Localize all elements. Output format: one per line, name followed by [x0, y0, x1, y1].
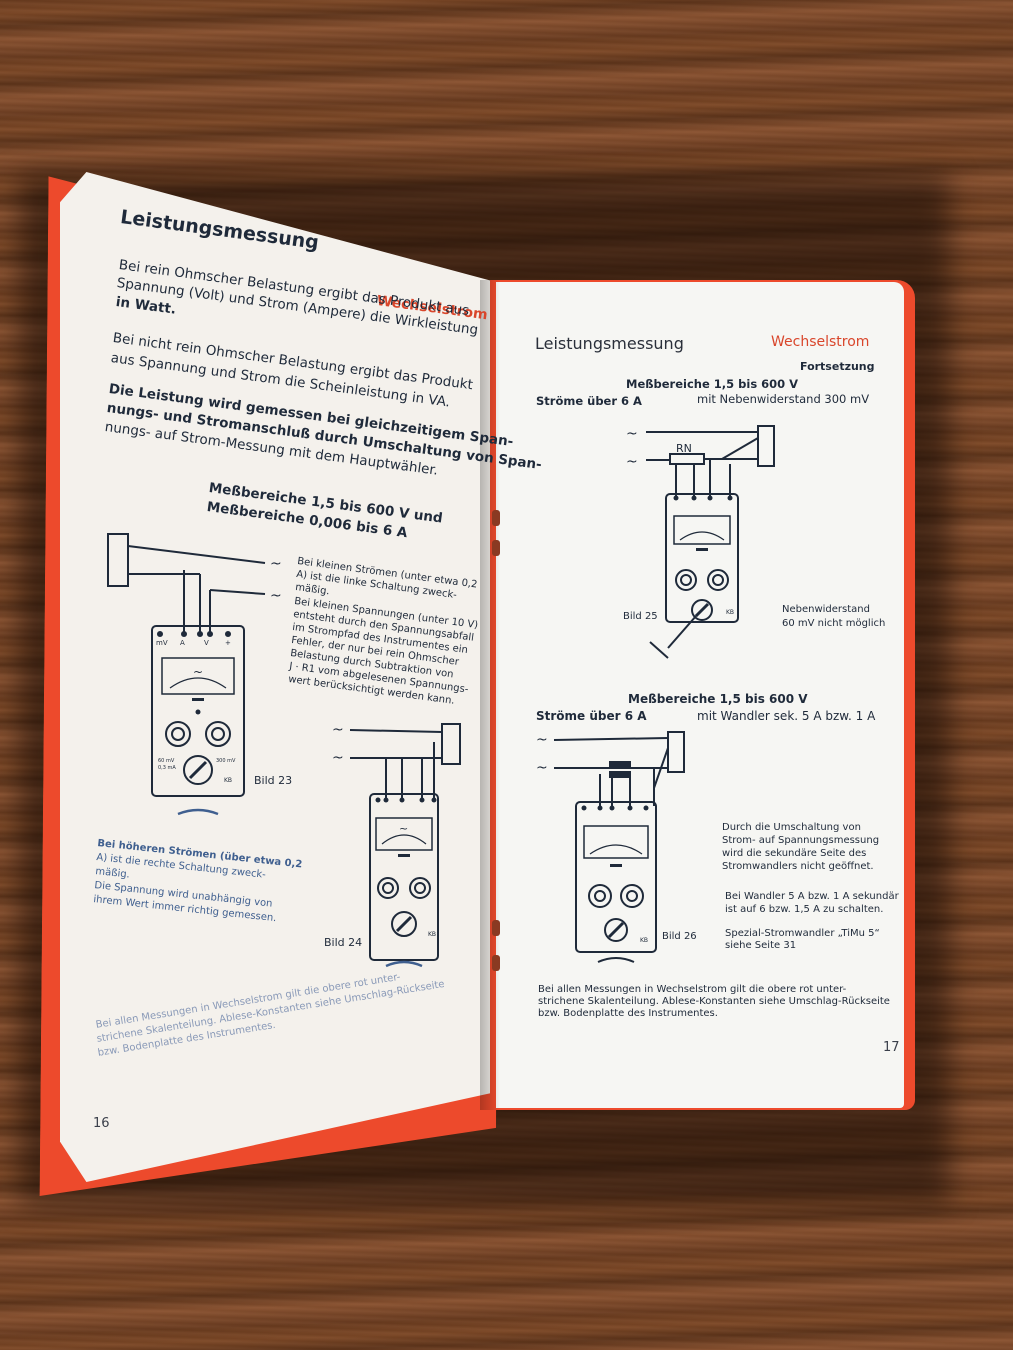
section-2-right: mit Wandler sek. 5 A bzw. 1 A [697, 709, 876, 723]
meter-range-60mv: 60 mV [158, 758, 175, 764]
meter-range-300mv: 300 mV [216, 758, 236, 764]
svg-text:~: ~ [536, 732, 548, 748]
meter-brand: KB [224, 777, 232, 784]
svg-text:KB: KB [640, 937, 648, 944]
binding-stitch [492, 955, 500, 971]
section-2-note-5: Bei Wandler 5 A bzw. 1 A sekundär [725, 891, 899, 902]
section-2-range: Meßbereiche 1,5 bis 600 V [628, 692, 808, 706]
meter-ac-symbol: ~ [193, 665, 203, 679]
svg-text:~: ~ [270, 556, 282, 572]
figure-24-caption: Bild 24 [324, 936, 363, 949]
section-2-note-3: wird die sekundäre Seite des [722, 848, 867, 859]
figure-26-diagram: ~ ~ KB [536, 728, 694, 968]
section-1-range: Meßbereiche 1,5 bis 600 V [626, 377, 799, 391]
figure-23-caption: Bild 23 [254, 774, 293, 787]
right-page [496, 282, 904, 1108]
svg-text:~: ~ [626, 454, 638, 470]
figure-25-caption: Bild 25 [623, 611, 658, 622]
right-page-tag: Wechselstrom [771, 334, 870, 350]
svg-text:~: ~ [399, 822, 408, 835]
section-2-left: Ströme über 6 A [536, 709, 647, 723]
terminal-label-mv: mV [156, 639, 168, 647]
section-2-note-8: siehe Seite 31 [725, 940, 797, 951]
binding-stitch [492, 540, 500, 556]
binding-stitch [492, 510, 500, 526]
section-2-note-7: Spezial-Stromwandler „TiMu 5“ [725, 928, 880, 939]
left-page [60, 172, 500, 1182]
terminal-label-a: A [180, 639, 185, 647]
figure-26-caption: Bild 26 [662, 931, 697, 942]
figure-24-diagram: ~ ~ ~ KB [332, 722, 470, 976]
svg-text:~: ~ [270, 588, 282, 604]
section-1-left: Ströme über 6 A [536, 394, 642, 408]
section-2-note-1: Durch die Umschaltung von [722, 822, 861, 833]
rn-label: RN [676, 442, 692, 455]
binding-stitch [492, 920, 500, 936]
right-footer-2: strichene Skalenteilung. Ablese-Konstant… [538, 996, 890, 1007]
meter-range-03ma: 0,3 mA [158, 765, 176, 771]
section-1-note-2: 60 mV nicht möglich [782, 618, 886, 629]
right-page-number: 17 [883, 1040, 900, 1055]
svg-text:~: ~ [332, 722, 344, 738]
svg-text:~: ~ [536, 760, 548, 776]
right-footer-1: Bei allen Messungen in Wechselstrom gilt… [538, 984, 847, 995]
left-page-number: 16 [93, 1116, 110, 1131]
svg-text:KB: KB [726, 609, 734, 616]
svg-text:~: ~ [626, 426, 638, 442]
right-footer-3: bzw. Bodenplatte des Instrumentes. [538, 1008, 718, 1019]
section-1-note-1: Nebenwiderstand [782, 604, 870, 615]
book-gutter [480, 280, 514, 1110]
section-2-note-6: ist auf 6 bzw. 1,5 A zu schalten. [725, 904, 884, 915]
terminal-label-v: V [204, 639, 209, 647]
section-1-right: mit Nebenwiderstand 300 mV [697, 392, 870, 406]
right-page-title: Leistungsmessung [535, 334, 684, 353]
section-2-note-4: Stromwandlers nicht geöffnet. [722, 861, 874, 872]
svg-text:KB: KB [428, 931, 436, 938]
figure-23-diagram: ~ ~ mV A V + ~ 60 mV 0,3 mA 300 mV KB [100, 530, 282, 810]
right-page-continued: Fortsetzung [800, 360, 875, 373]
section-2-note-2: Strom- auf Spannungsmessung [722, 835, 880, 846]
svg-text:~: ~ [332, 750, 344, 766]
figure-25-diagram: ~ ~ RN KB [626, 422, 792, 662]
terminal-label-plus: + [225, 639, 231, 647]
